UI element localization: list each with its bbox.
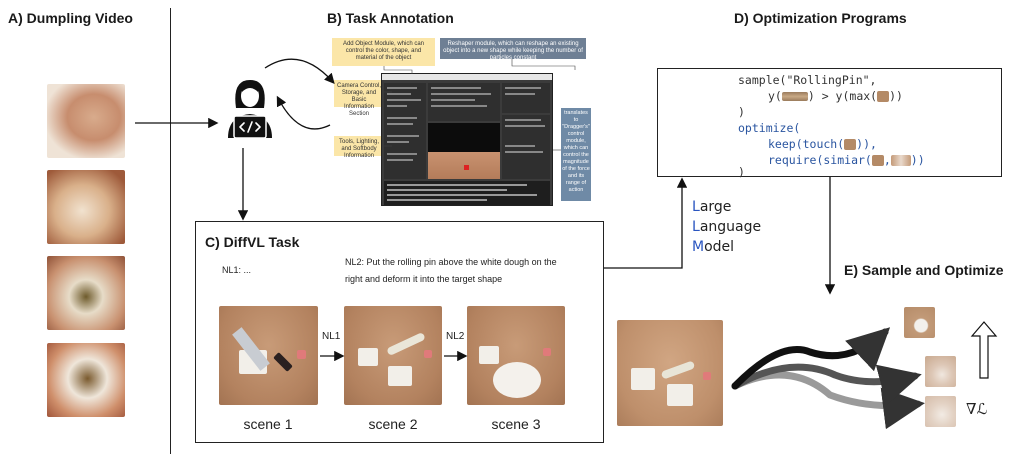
code-require-call: require(simiar( [768, 153, 872, 167]
section-divider [170, 8, 171, 454]
code-keep-close: )), [856, 137, 877, 151]
result-thumbnail-3 [925, 396, 956, 427]
add-object-note: Add Object Module, which can control the… [332, 38, 435, 66]
llm-cap-1: L [692, 199, 700, 215]
nl2-line-1: NL2: Put the rolling pin above the white… [345, 257, 557, 267]
arrow-coder-to-software [264, 58, 335, 84]
llm-word-large: Large [692, 197, 761, 217]
scene-3-label: scene 3 [491, 416, 541, 432]
arrow-task-to-llm [604, 177, 688, 269]
code-line-7: ) [738, 165, 745, 179]
gradient-symbol: ∇ℒ [966, 400, 988, 418]
scene-1-image [219, 306, 318, 405]
coder-person-icon [228, 80, 272, 139]
dragger-note: translates to "Dragger's" control module… [561, 108, 591, 201]
nl2-text: NL2: Put the rolling pin above the white… [345, 254, 557, 288]
llm-word-model: Model [692, 237, 761, 257]
nl1-text: NL1: ... [222, 265, 252, 275]
section-b-title: B) Task Annotation [327, 10, 454, 26]
optimize-input-scene [617, 320, 723, 426]
code-end-paren: ) [738, 165, 745, 179]
target-shape-thumbnail [890, 155, 911, 166]
llm-rest-2: anguage [699, 219, 762, 235]
code-comma: , [883, 153, 891, 167]
result-thumbnail-1 [904, 307, 935, 338]
code-line-4: optimize( [738, 120, 800, 136]
llm-cap-3: M [692, 239, 705, 255]
code-line-2: y( ) > y(max()) [768, 88, 903, 104]
code-keep-call: keep(touch( [768, 137, 845, 151]
trajectory-path-2 [731, 363, 922, 406]
dumpling-photo-2 [47, 170, 125, 244]
code-line-3: ) [738, 104, 745, 120]
nl2-line-2: right and deform it into the target shap… [345, 274, 503, 284]
scene-1-label: scene 1 [243, 416, 293, 432]
code-compare: ) > y(max( [807, 89, 878, 103]
code-require-close: )) [910, 153, 925, 167]
code-line-1: sample("RollingPin", [738, 72, 876, 88]
section-d-title: D) Optimization Programs [734, 10, 907, 26]
reshaper-note: Reshaper module, which can reshape an ex… [440, 38, 586, 61]
code-paren: ) [738, 105, 745, 119]
code-sample-call: sample("RollingPin", [738, 73, 877, 87]
arrow-software-to-coder [276, 95, 331, 130]
code-optimize-call: optimize( [738, 121, 801, 135]
section-e-title: E) Sample and Optimize [844, 262, 1004, 278]
llm-word-language: Language [692, 217, 761, 237]
code-y-call: y( [768, 89, 782, 103]
improvement-up-arrow [970, 321, 998, 379]
nl1-arrow-label: NL1 [322, 331, 341, 342]
code-box [657, 68, 1002, 177]
scene-2-image [344, 306, 442, 405]
connector-reshaper [511, 59, 576, 70]
rolling-pin-thumbnail [781, 92, 808, 101]
llm-rest-3: odel [704, 239, 735, 255]
llm-label: Large Language Model [692, 197, 761, 257]
dumpling-photo-4 [47, 343, 125, 417]
annotation-software-window [381, 73, 553, 206]
section-a-title: A) Dumpling Video [8, 10, 133, 26]
result-thumbnail-2 [925, 356, 956, 387]
dough-thumbnail [877, 91, 890, 102]
llm-cap-2: L [692, 219, 700, 235]
code-line-5: keep(touch()), [768, 136, 877, 152]
nl2-arrow-label: NL2 [446, 331, 465, 342]
section-c-title: C) DiffVL Task [205, 234, 300, 250]
diffvl-task-box [195, 221, 604, 443]
current-shape-thumbnail [871, 155, 884, 166]
scene-3-image [467, 306, 565, 405]
tools-note: Tools, Lighting, and Softbody Informatio… [334, 136, 384, 159]
scene-2-label: scene 2 [368, 416, 418, 432]
dumpling-photo-3 [47, 256, 125, 330]
code-close: )) [889, 89, 903, 103]
dumpling-photo-1 [47, 84, 125, 158]
touch-thumbnail [844, 139, 857, 150]
llm-rest-1: arge [699, 199, 732, 215]
trajectory-path-1 [731, 327, 891, 390]
code-line-6: require(simiar(,)) [768, 152, 925, 168]
camera-control-note: Camera Control, Storage, and Basic Infor… [334, 80, 384, 117]
connector-add-object [383, 66, 413, 74]
